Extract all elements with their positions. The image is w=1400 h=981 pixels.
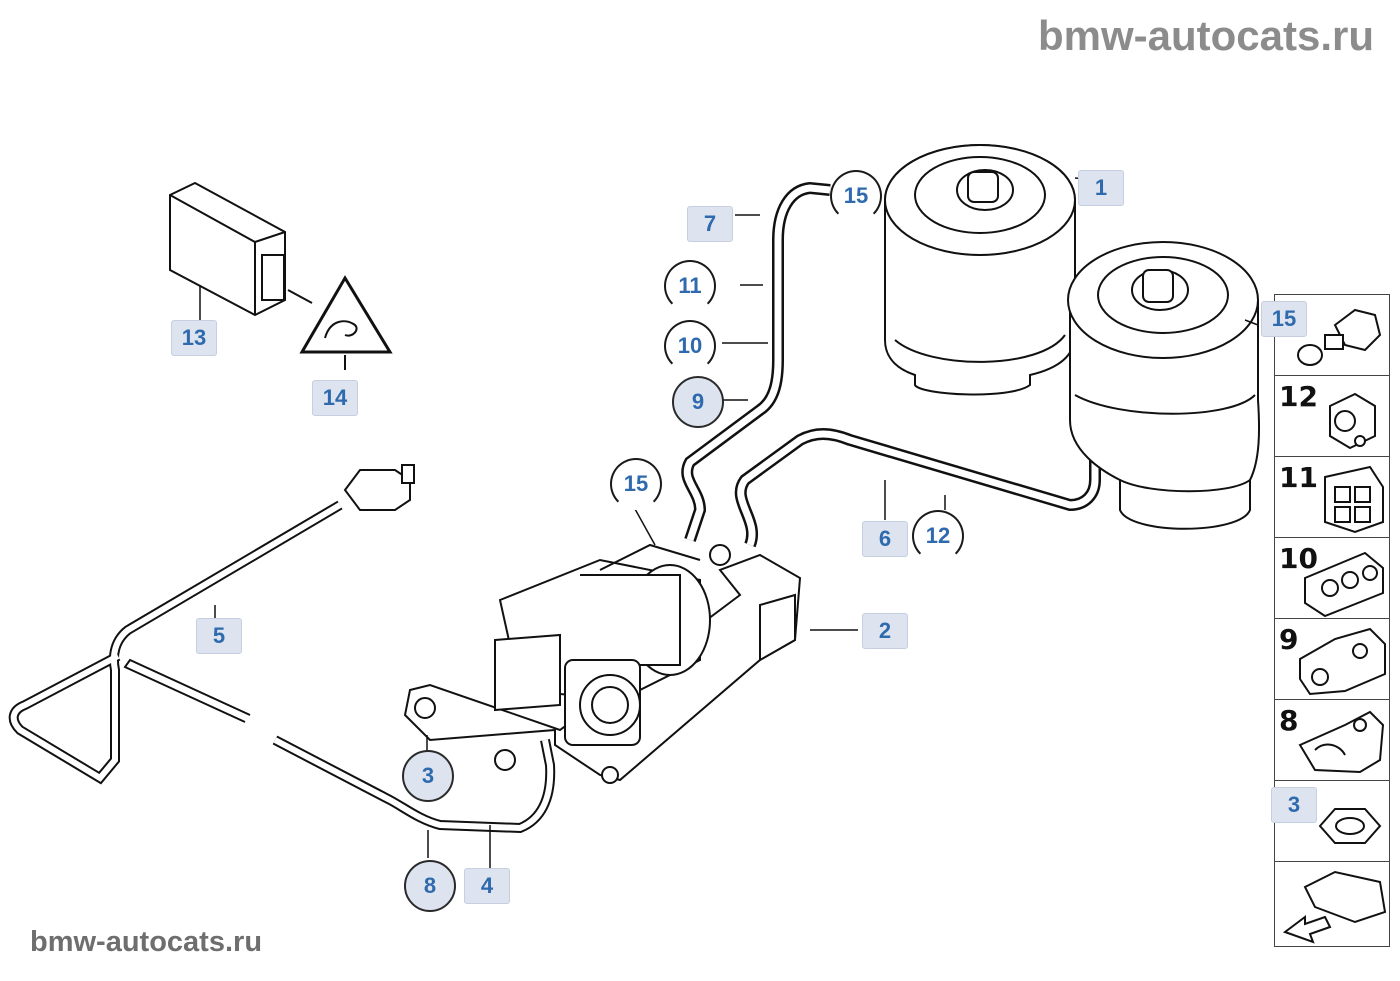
callout-13[interactable]: 13	[171, 320, 217, 356]
callout-4[interactable]: 4	[464, 868, 510, 904]
grommet-icon	[1329, 392, 1376, 450]
callout-8[interactable]: 8	[404, 860, 456, 912]
compressor-drawing	[403, 543, 802, 784]
watermark-bottom: bmw-autocats.ru	[30, 926, 263, 958]
panel-cell-12[interactable]: 12	[1275, 376, 1389, 457]
air-spring-left-drawing	[884, 144, 1076, 396]
panel-label-11: 11	[1279, 461, 1318, 494]
panel-label-3: 3	[1271, 787, 1317, 823]
pressure-line-drawing	[8, 464, 556, 834]
panel-label-15: 15	[1261, 301, 1307, 337]
callout-5[interactable]: 5	[196, 618, 242, 654]
callout-1[interactable]: 1	[1078, 170, 1124, 206]
air-spring-right-drawing	[1067, 241, 1261, 530]
connector-plug-icon	[1297, 308, 1382, 366]
panel-cell-11[interactable]: 11	[1275, 457, 1389, 538]
callout-15-top[interactable]: 15	[830, 170, 882, 222]
hose-clip-icon	[1298, 710, 1385, 774]
panel-label-8: 8	[1279, 704, 1299, 737]
panel-label-12: 12	[1279, 380, 1318, 413]
panel-label-9: 9	[1279, 623, 1299, 656]
hose-clip-icon	[1299, 627, 1386, 696]
callout-11[interactable]: 11	[664, 260, 716, 312]
small-parts-panel: 15 12 11 10 9 8 3	[1261, 294, 1390, 947]
callout-15-compressor[interactable]: 15	[610, 458, 662, 510]
dual-clip-icon	[1324, 465, 1384, 534]
callout-6[interactable]: 6	[862, 521, 908, 557]
vehicle-rear-arrow-icon	[1282, 870, 1387, 944]
panel-cell-15[interactable]: 15	[1261, 295, 1389, 376]
callout-10[interactable]: 10	[664, 320, 716, 372]
triple-clip-icon	[1304, 551, 1384, 618]
panel-cell-9[interactable]: 9	[1275, 619, 1389, 700]
warning-label-drawing	[299, 275, 393, 370]
callout-9[interactable]: 9	[672, 376, 724, 428]
callout-3[interactable]: 3	[402, 750, 454, 802]
callout-12[interactable]: 12	[912, 510, 964, 562]
watermark-top: bmw-autocats.ru	[1037, 12, 1374, 59]
control-unit-drawing	[169, 181, 313, 317]
callout-14[interactable]: 14	[312, 380, 358, 416]
hex-nut-icon	[1318, 808, 1382, 844]
callout-2[interactable]: 2	[862, 613, 908, 649]
panel-cell-8[interactable]: 8	[1275, 700, 1389, 781]
panel-cell-10[interactable]: 10	[1275, 538, 1389, 619]
panel-cell-vehicle[interactable]	[1275, 862, 1389, 946]
panel-label-10: 10	[1279, 542, 1318, 575]
callout-7[interactable]: 7	[687, 206, 733, 242]
panel-cell-3[interactable]: 3	[1271, 781, 1389, 862]
